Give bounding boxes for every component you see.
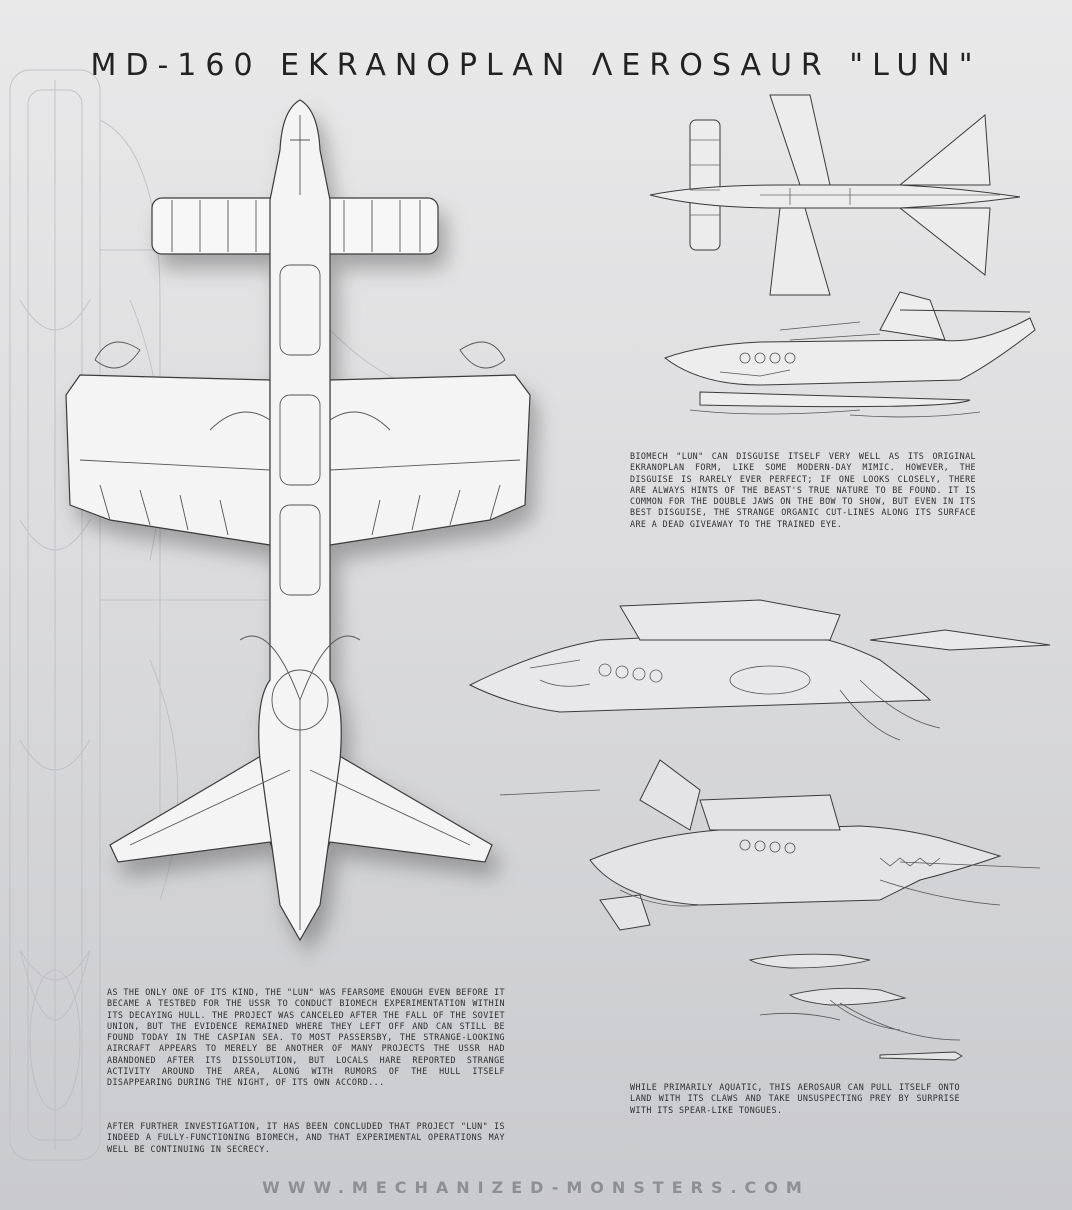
- swimming-tongues: [759, 999, 961, 1041]
- aquatic-paragraph: While primarily aquatic, this aerosaur c…: [630, 1082, 960, 1115]
- disguise-profile-detail: [689, 321, 981, 418]
- website-url: WWW.MECHANIZED-MONSTERS.COM: [262, 1178, 810, 1197]
- investigation-description: After further investigation, it has been…: [107, 1121, 505, 1155]
- side-top-view-sketch: [649, 94, 1021, 296]
- top-view-details: [79, 115, 521, 930]
- history-paragraph: As the only one of its kind, the "Lun" w…: [107, 987, 505, 1088]
- reveal-profile-sketch: [468, 599, 1051, 713]
- swimming-sketches: [748, 953, 963, 1061]
- page-title: MD-160 EKRANOPLAN ΛEROSAUR "LUN": [90, 48, 982, 84]
- disguise-description: Biomech "Lun" can disguise itself very w…: [630, 451, 976, 530]
- top-view-aircraft: [65, 99, 531, 942]
- reveal-profile-detail: [529, 659, 941, 741]
- disguise-profile-sketch: [663, 291, 1036, 408]
- monster-profile-detail: [499, 789, 1041, 907]
- history-description: As the only one of its kind, the "Lun" w…: [107, 987, 505, 1089]
- side-top-view-detail: [690, 139, 1000, 216]
- monster-profile-sketch: [589, 759, 1002, 931]
- investigation-paragraph: After further investigation, it has been…: [107, 1121, 505, 1154]
- aquatic-description: While primarily aquatic, this aerosaur c…: [630, 1082, 960, 1116]
- disguise-paragraph: Biomech "Lun" can disguise itself very w…: [630, 451, 976, 529]
